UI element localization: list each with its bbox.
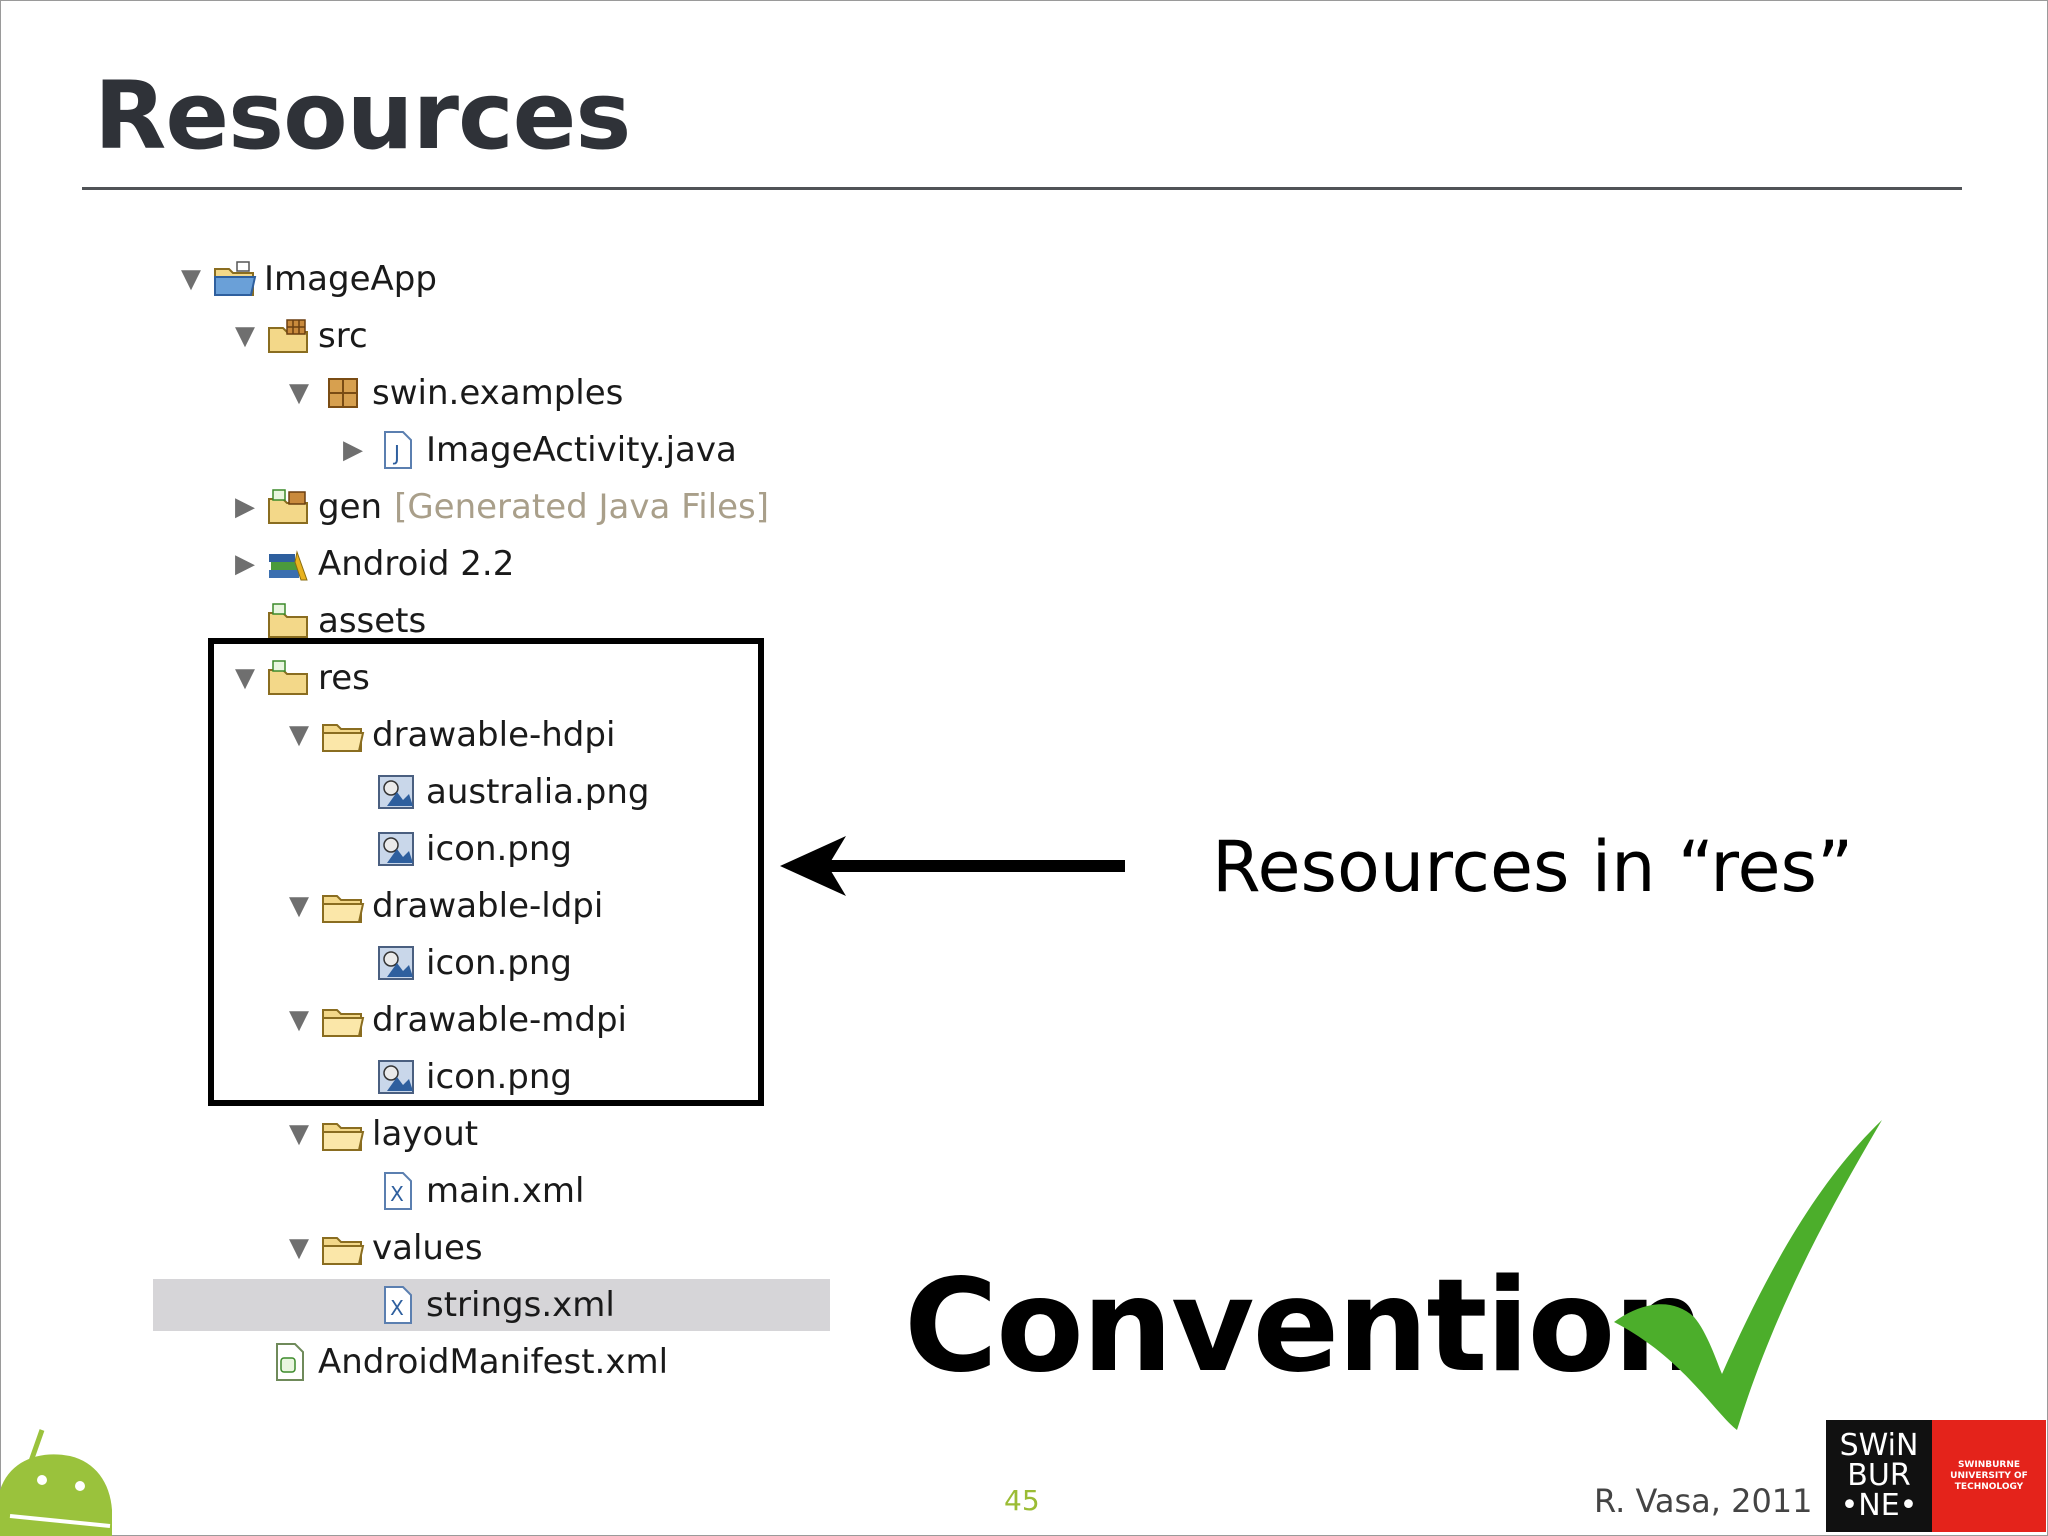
tree-row-icon-png-mdpi[interactable]: icon.png [338, 1053, 572, 1101]
image-file-icon [374, 772, 420, 812]
tree-row-layout[interactable]: ▼ layout [284, 1110, 478, 1158]
android-mascot-icon [0, 1429, 112, 1536]
tree-label: icon.png [426, 1057, 573, 1097]
tree-label: main.xml [426, 1171, 585, 1211]
svg-text:X: X [390, 1296, 404, 1320]
expand-toggle-icon[interactable]: ▼ [289, 1119, 309, 1149]
tree-label: values [372, 1228, 483, 1268]
no-toggle [338, 1290, 368, 1320]
tree-label: ImageActivity.java [426, 430, 737, 470]
folder-icon [320, 715, 366, 755]
image-file-icon [374, 829, 420, 869]
tree-label: ImageApp [264, 259, 437, 299]
no-toggle [338, 1176, 368, 1206]
tree-row-swin-examples[interactable]: ▼ swin.examples [284, 369, 623, 417]
project-folder-icon [212, 259, 258, 299]
title-divider [82, 187, 1962, 190]
source-folder-icon [266, 316, 312, 356]
expand-toggle-icon[interactable]: ▼ [181, 264, 201, 294]
tree-label: drawable-mdpi [372, 1000, 627, 1040]
collapse-toggle-icon[interactable]: ▶ [343, 435, 363, 465]
expand-toggle-icon[interactable]: ▼ [235, 663, 255, 693]
expand-toggle-icon[interactable]: ▼ [289, 720, 309, 750]
image-file-icon [374, 1057, 420, 1097]
svg-text:X: X [390, 1182, 404, 1206]
tree-label-note: [Generated Java Files] [394, 487, 770, 527]
tree-label: icon.png [426, 829, 573, 869]
library-icon [266, 544, 312, 584]
package-icon [320, 373, 366, 413]
tree-row-src[interactable]: ▼ src [230, 312, 368, 360]
tree-row-android-lib[interactable]: ▶ Android 2.2 [230, 540, 514, 588]
tree-label: gen [318, 487, 383, 527]
left-arrow-icon [780, 836, 1125, 896]
tree-label: AndroidManifest.xml [318, 1342, 669, 1382]
tree-label: drawable-ldpi [372, 886, 604, 926]
tree-row-manifest[interactable]: AndroidManifest.xml [230, 1338, 668, 1386]
collapse-toggle-icon[interactable]: ▶ [235, 492, 255, 522]
tree-label: swin.examples [372, 373, 624, 413]
tree-row-imageapp[interactable]: ▼ ImageApp [176, 255, 437, 303]
logo-tagline: SWINBURNE UNIVERSITY OF TECHNOLOGY [1932, 1420, 2046, 1532]
manifest-file-icon [266, 1342, 312, 1382]
tree-row-strings-xml[interactable]: X strings.xml [338, 1281, 615, 1329]
folder-icon [320, 886, 366, 926]
author-credit: R. Vasa, 2011 [1594, 1482, 1813, 1520]
page-number: 45 [1004, 1484, 1040, 1517]
res-highlight-box [208, 638, 764, 1106]
convention-label: Convention [904, 1252, 1704, 1401]
selection-highlight [153, 1279, 830, 1331]
tree-row-main-xml[interactable]: X main.xml [338, 1167, 584, 1215]
tree-row-values[interactable]: ▼ values [284, 1224, 483, 1272]
tree-label: strings.xml [426, 1285, 615, 1325]
tree-row-icon-png-hdpi[interactable]: icon.png [338, 825, 572, 873]
checkmark-icon [1614, 1120, 1882, 1430]
generated-folder-icon [266, 487, 312, 527]
tree-label: assets [318, 601, 427, 641]
tree-row-drawable-mdpi[interactable]: ▼ drawable-mdpi [284, 996, 627, 1044]
collapse-toggle-icon[interactable]: ▶ [235, 549, 255, 579]
tree-label: australia.png [426, 772, 650, 812]
xml-file-icon: X [374, 1285, 420, 1325]
tree-label: res [318, 658, 370, 698]
folder-icon [320, 1000, 366, 1040]
expand-toggle-icon[interactable]: ▼ [289, 1005, 309, 1035]
tree-label: layout [372, 1114, 479, 1154]
expand-toggle-icon[interactable]: ▼ [289, 378, 309, 408]
folder-icon [266, 601, 312, 641]
folder-icon [320, 1228, 366, 1268]
logo-wordmark: SWiN BUR •NE• [1826, 1420, 1932, 1532]
expand-toggle-icon[interactable]: ▼ [235, 321, 255, 351]
folder-icon [320, 1114, 366, 1154]
project-explorer-tree: ▼ ImageApp ▼ src ▼ swin.examples ▶ J Ima… [0, 0, 840, 1400]
tree-row-imageactivity[interactable]: ▶ J ImageActivity.java [338, 426, 737, 474]
tree-row-res[interactable]: ▼ res [230, 654, 370, 702]
no-toggle [230, 606, 260, 636]
image-file-icon [374, 943, 420, 983]
tree-row-gen[interactable]: ▶ gen [Generated Java Files] [230, 483, 769, 531]
tree-row-drawable-hdpi[interactable]: ▼ drawable-hdpi [284, 711, 615, 759]
tree-label: Android 2.2 [318, 544, 515, 584]
tree-row-drawable-ldpi[interactable]: ▼ drawable-ldpi [284, 882, 603, 930]
svg-text:J: J [392, 441, 400, 465]
tree-row-icon-png-ldpi[interactable]: icon.png [338, 939, 572, 987]
tree-label: src [318, 316, 368, 356]
expand-toggle-icon[interactable]: ▼ [289, 891, 309, 921]
slide-title: Resources [94, 62, 631, 171]
tree-label: icon.png [426, 943, 573, 983]
swinburne-logo: SWiN BUR •NE• SWINBURNE UNIVERSITY OF TE… [1826, 1420, 2046, 1532]
java-file-icon: J [374, 430, 420, 470]
xml-file-icon: X [374, 1171, 420, 1211]
tree-row-australia-png[interactable]: australia.png [338, 768, 650, 816]
callout-text: Resources in “res” [1212, 826, 1854, 908]
expand-toggle-icon[interactable]: ▼ [289, 1233, 309, 1263]
no-toggle [230, 1347, 260, 1377]
tree-row-assets[interactable]: assets [230, 597, 426, 645]
tree-label: drawable-hdpi [372, 715, 616, 755]
folder-icon [266, 658, 312, 698]
